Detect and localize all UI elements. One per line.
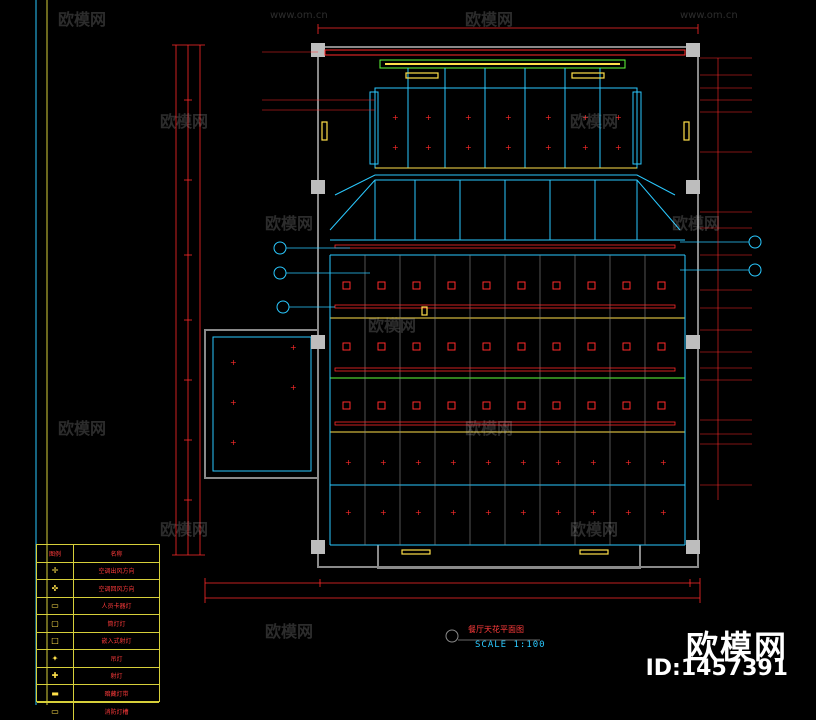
- main-grid-verticals: [365, 255, 645, 545]
- svg-text:+: +: [520, 458, 527, 467]
- svg-text:+: +: [380, 508, 387, 517]
- legend-name: 吊灯: [74, 650, 159, 667]
- legend-header-name: 名称: [74, 545, 159, 562]
- legend-symbol: ✛: [37, 563, 74, 580]
- svg-text:+: +: [660, 508, 667, 517]
- legend-header-symbol: 图例: [37, 545, 74, 562]
- section-lines: [286, 242, 749, 640]
- watermark: 欧模网: [58, 6, 106, 30]
- svg-text:+: +: [660, 458, 667, 467]
- section-markers: [274, 236, 761, 642]
- svg-text:+: +: [345, 458, 352, 467]
- svg-text:+: +: [425, 143, 432, 152]
- legend-row: ✦吊灯: [37, 650, 159, 668]
- svg-text:+: +: [505, 113, 512, 122]
- legend-name: 暗藏灯带: [74, 685, 159, 702]
- svg-text:+: +: [545, 113, 552, 122]
- svg-text:+: +: [625, 508, 632, 517]
- svg-text:+: +: [450, 508, 457, 517]
- svg-text:+: +: [425, 113, 432, 122]
- svg-text:+: +: [465, 113, 472, 122]
- svg-text:+: +: [345, 508, 352, 517]
- svg-text:+: +: [415, 458, 422, 467]
- watermark: 欧模网: [160, 108, 208, 132]
- svg-text:+: +: [230, 398, 237, 407]
- legend-symbol: ▢: [37, 615, 74, 632]
- watermark: 欧模网: [58, 415, 106, 439]
- legend-header: 图例 名称: [37, 545, 159, 563]
- svg-text:+: +: [230, 438, 237, 447]
- watermark-url: www.om.cn: [680, 10, 738, 21]
- svg-text:+: +: [582, 143, 589, 152]
- top-light-strip: [325, 50, 685, 68]
- svg-text:+: +: [230, 358, 237, 367]
- watermark: 欧模网: [160, 516, 208, 540]
- upper-ceiling-grid: [330, 68, 685, 240]
- legend-symbol: □: [37, 633, 74, 650]
- legend-name: 空调回风方向: [74, 580, 159, 597]
- svg-text:+: +: [290, 383, 297, 392]
- legend-name: 消防灯槽: [74, 703, 159, 720]
- svg-text:+: +: [465, 143, 472, 152]
- watermark: 欧模网: [465, 415, 513, 439]
- watermark: 欧模网: [570, 516, 618, 540]
- watermark-url: www.om.cn: [270, 10, 328, 21]
- legend-symbol: ✦: [37, 650, 74, 667]
- watermark: 欧模网: [265, 210, 313, 234]
- legend-name: 空调出风方向: [74, 563, 159, 580]
- legend-name: 射灯: [74, 668, 159, 685]
- legend-symbol: ▬: [37, 685, 74, 702]
- svg-text:+: +: [520, 508, 527, 517]
- svg-text:+: +: [290, 343, 297, 352]
- legend-name: 人员卡器灯: [74, 598, 159, 615]
- svg-text:+: +: [625, 458, 632, 467]
- watermark: 欧模网: [465, 6, 513, 30]
- svg-text:+: +: [555, 508, 562, 517]
- legend-symbol: ✜: [37, 580, 74, 597]
- legend-symbol: ✚: [37, 668, 74, 685]
- walls: [205, 47, 698, 568]
- watermark: 欧模网: [368, 312, 416, 336]
- svg-text:+: +: [392, 113, 399, 122]
- svg-text:+: +: [555, 458, 562, 467]
- legend-table: 图例 名称 ✛空调出风方向 ✜空调回风方向 ▭人员卡器灯 ▢筒灯灯 □嵌入式射灯…: [36, 544, 160, 702]
- legend-symbol: ▭: [37, 703, 74, 720]
- legend-symbol: ▭: [37, 598, 74, 615]
- legend-row: □嵌入式射灯: [37, 633, 159, 651]
- watermark: 欧模网: [672, 210, 720, 234]
- main-ceiling-grid: [330, 255, 685, 545]
- svg-text:+: +: [415, 508, 422, 517]
- svg-text:+: +: [485, 458, 492, 467]
- watermark: 欧模网: [570, 108, 618, 132]
- drawing-scale: SCALE 1:100: [475, 640, 546, 650]
- legend-name: 嵌入式射灯: [74, 633, 159, 650]
- svg-text:+: +: [485, 508, 492, 517]
- svg-text:+: +: [590, 458, 597, 467]
- annotation-leaders-right: [700, 58, 752, 500]
- downlight-squares: [343, 282, 665, 409]
- drawing-title: 餐厅天花平面图: [468, 624, 524, 635]
- legend-row: ✛空调出风方向: [37, 563, 159, 581]
- legend-row: ▬暗藏灯带: [37, 685, 159, 703]
- legend-row: ▭人员卡器灯: [37, 598, 159, 616]
- spotlight-crosses: + + + + + + + + + + + + + + + + + + + + + + + + + + + + + + + + + + + +…: [230, 113, 667, 517]
- legend-row: ▭消防灯槽: [37, 703, 159, 720]
- svg-text:+: +: [545, 143, 552, 152]
- svg-text:+: +: [450, 458, 457, 467]
- svg-text:+: +: [380, 458, 387, 467]
- legend-row: ▢筒灯灯: [37, 615, 159, 633]
- dimension-lines-bottom: [205, 578, 700, 603]
- legend-name: 筒灯灯: [74, 615, 159, 632]
- watermark: 欧模网: [265, 618, 313, 642]
- svg-text:+: +: [615, 143, 622, 152]
- legend-row: ✜空调回风方向: [37, 580, 159, 598]
- svg-text:+: +: [505, 143, 512, 152]
- svg-text:+: +: [392, 143, 399, 152]
- legend-row: ✚射灯: [37, 668, 159, 686]
- brand-id: ID:1457391: [646, 656, 788, 681]
